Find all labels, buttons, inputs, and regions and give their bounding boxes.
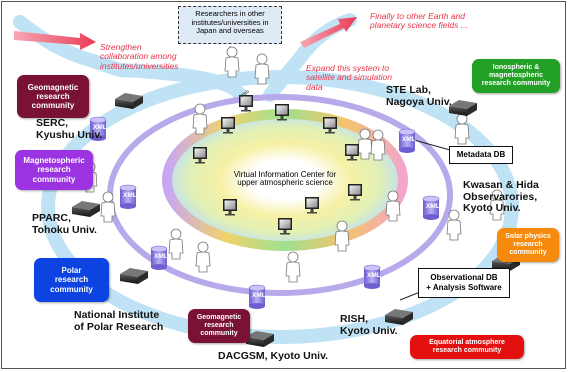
person-icon xyxy=(168,228,184,260)
strengthen-collaboration-text: Strengthen collaboration among institute… xyxy=(100,42,179,71)
arrow-left xyxy=(14,31,96,50)
institution-rish: RISH, Kyoto Univ. xyxy=(340,313,398,337)
community-geomagnetic-2: Geomagnetic research community xyxy=(188,309,250,343)
xml-label: XML xyxy=(252,292,266,299)
community-magnetospheric: Magnetospheric research community xyxy=(15,150,93,190)
person-icon xyxy=(195,241,211,273)
person-icon xyxy=(446,209,462,241)
person-icon xyxy=(454,113,470,145)
server-icon xyxy=(449,100,477,116)
expand-system-text: Expand this system to satellite and simu… xyxy=(306,63,392,92)
institution-pparc: PPARC, Tohoku Univ. xyxy=(32,212,97,236)
community-ionospheric: Ionospheric & magnetospheric research co… xyxy=(472,59,560,93)
center-title-line-1: Virtual Information Center for xyxy=(233,170,337,179)
metadata-db-callout: Metadata DB xyxy=(449,146,513,164)
xml-label: XML xyxy=(154,253,168,260)
xml-label: XML xyxy=(93,124,107,131)
institution-kwasan: Kwasan & Hida Observarories, Kyoto Univ. xyxy=(463,179,539,215)
researchers-note-box: Researchers in other institutes/universi… xyxy=(178,6,282,44)
institution-serc: SERC, Kyushu Univ. xyxy=(36,117,103,141)
server-icon xyxy=(120,268,148,284)
person-icon xyxy=(334,220,350,252)
institution-nipr: National Institute of Polar Research xyxy=(74,309,164,333)
xml-label: XML xyxy=(123,192,137,199)
arrow-right xyxy=(300,17,357,48)
xml-label: XML xyxy=(402,136,416,143)
center-title: Virtual Information Center for upper atm… xyxy=(222,170,348,188)
community-geomagnetic-1: Geomagnetic research community xyxy=(17,75,89,118)
institution-dacgsm: DACGSM, Kyoto Univ. xyxy=(218,350,329,362)
community-solar: Solar physics research community xyxy=(497,228,559,262)
xml-label: XML xyxy=(367,272,381,279)
person-icon xyxy=(285,251,301,283)
outer-ring xyxy=(41,70,519,344)
observational-db-callout: Observational DB + Analysis Software xyxy=(418,268,510,298)
xml-label: XML xyxy=(426,203,440,210)
institution-ste: STE Lab, Nagoya Univ. xyxy=(386,84,452,108)
center-title-line-2: upper atmospheric science xyxy=(237,178,333,188)
community-equatorial: Equatorial atmosphere research community xyxy=(410,335,524,359)
community-polar: Polar research community xyxy=(34,258,109,302)
finally-text: Finally to other Earth and planetary sci… xyxy=(370,11,468,31)
